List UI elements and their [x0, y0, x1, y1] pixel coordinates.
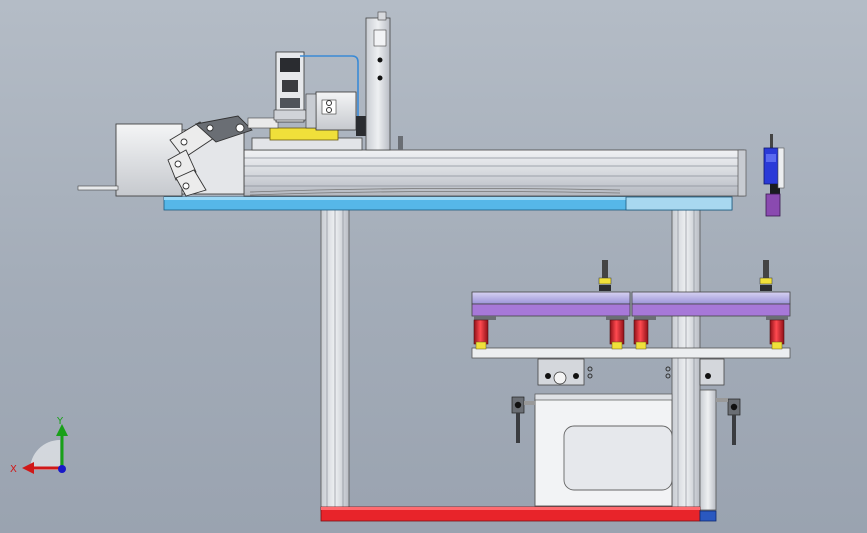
base-rail: [320, 506, 717, 522]
carriage-plate: [247, 117, 363, 151]
fixture-base-plate: [471, 347, 791, 359]
toggle-clamp-left: [511, 396, 535, 443]
pneumatic-tube: [300, 55, 359, 128]
linear-axis-beam: [243, 149, 747, 197]
tray-right: [631, 291, 791, 320]
x-axis-label: X: [10, 464, 17, 475]
gripper-end-effector: [763, 134, 785, 217]
tray-left: [471, 291, 631, 320]
z-axis-motor: [305, 91, 366, 136]
locating-blocks: [537, 358, 725, 386]
proximity-sensors: [598, 260, 773, 291]
lower-box-frame: [534, 393, 673, 507]
drag-chain: [167, 115, 253, 197]
z-axis-column: [365, 11, 403, 151]
cable-chain-trough: [249, 188, 621, 196]
support-column-left: [320, 207, 350, 512]
toggle-clamp-right: [716, 398, 741, 445]
y-axis-label: Y: [56, 416, 64, 427]
deck-plate: [163, 196, 733, 211]
lift-cylinders: [473, 319, 785, 350]
vision-camera-module: [273, 51, 307, 123]
axis-triad: X Y: [10, 416, 68, 475]
